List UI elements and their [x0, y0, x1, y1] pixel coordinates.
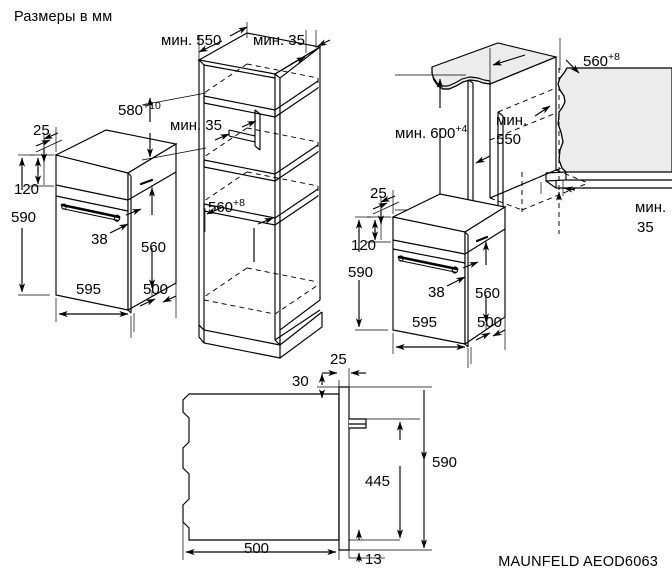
dim-side-bottom-offset: 13 — [365, 551, 382, 568]
dim-side-total-height: 590 — [432, 454, 458, 471]
model-label: MAUNFELD AEOD6063 — [498, 554, 658, 570]
dim-side-cavity-height: 445 — [365, 473, 391, 490]
dim-oven-left-door-offset: 38 — [91, 231, 108, 248]
view-oven-left — [18, 127, 178, 338]
dim-oven-left-body-height: 560 — [141, 239, 167, 256]
dim-oven-right-body-height: 560 — [475, 285, 501, 302]
dim-cabinet-niche-width: 560+8 — [208, 197, 246, 216]
dim-undercounter-min-gap-line2: 35 — [637, 219, 654, 236]
dim-oven-right-depth: 500 — [477, 314, 503, 331]
dim-oven-right-panel-height: 120 — [351, 237, 377, 254]
dim-oven-left-panel-height: 120 — [14, 181, 40, 198]
dim-cabinet-min-gap-top: мин. 35 — [253, 32, 305, 49]
view-oven-right — [355, 190, 507, 368]
dim-undercounter-niche-width: 560+8 — [583, 51, 621, 70]
view-cabinet-under-counter — [395, 38, 672, 251]
dim-undercounter-min-depth-line2: 550 — [496, 131, 522, 148]
dim-undercounter-min-depth-line1: мин. — [496, 112, 528, 129]
page-title: Размеры в мм — [14, 9, 113, 25]
dim-cabinet-niche-height: 580+10 — [118, 100, 161, 119]
dim-oven-right-door-offset: 38 — [428, 284, 445, 301]
view-cabinet-tall — [141, 22, 331, 359]
dim-undercounter-min-gap-line1: мин. — [635, 199, 667, 216]
dim-oven-left-width: 595 — [76, 281, 102, 298]
dim-side-depth: 500 — [244, 540, 270, 557]
dim-oven-right-total-height: 590 — [348, 264, 374, 281]
view-side-section — [182, 368, 432, 562]
dim-oven-left-depth: 500 — [143, 281, 169, 298]
dim-cabinet-min-gap-shelf: мин. 35 — [170, 117, 222, 134]
dim-side-top-offset: 30 — [292, 373, 309, 390]
dim-oven-right-panel-depth: 25 — [370, 185, 387, 202]
dim-oven-left-total-height: 590 — [11, 209, 37, 226]
dim-cabinet-min-depth: мин. 550 — [161, 32, 222, 49]
dim-undercounter-min-height: мин. 600+4 — [395, 123, 468, 142]
dim-oven-left-panel-depth: 25 — [33, 122, 50, 139]
dim-side-front-thickness: 25 — [330, 351, 347, 368]
dim-oven-right-width: 595 — [412, 314, 438, 331]
